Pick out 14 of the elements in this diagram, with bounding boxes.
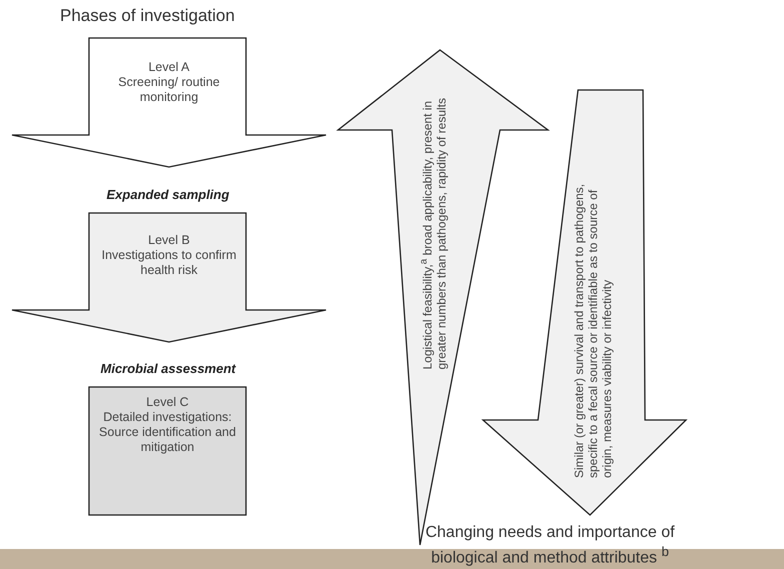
process-box [89,387,246,515]
down-arrow-shape [12,38,326,168]
level-heading: Level A [147,60,190,75]
down-arrow-shape [483,90,687,516]
down-arrow-shape [12,213,326,343]
level-description: Detailed investigations: Source identification and mitigation [98,410,237,455]
level-description: Screening/ routine monitoring [117,75,221,105]
level-heading: Level C [145,395,190,410]
level-heading: Level B [147,233,191,248]
title: Phases of investigation [60,6,235,26]
rotated-text: Similar (or greater) survival and transport to pathogens, specific to a fecal source or identifiable as to source of origin, measures viability or infectivity [572,182,614,478]
phase-label: Expanded sampling [106,187,230,202]
level-description: Investigations to confirm health risk [100,248,238,278]
phase-label: Microbial assessment [100,361,236,376]
